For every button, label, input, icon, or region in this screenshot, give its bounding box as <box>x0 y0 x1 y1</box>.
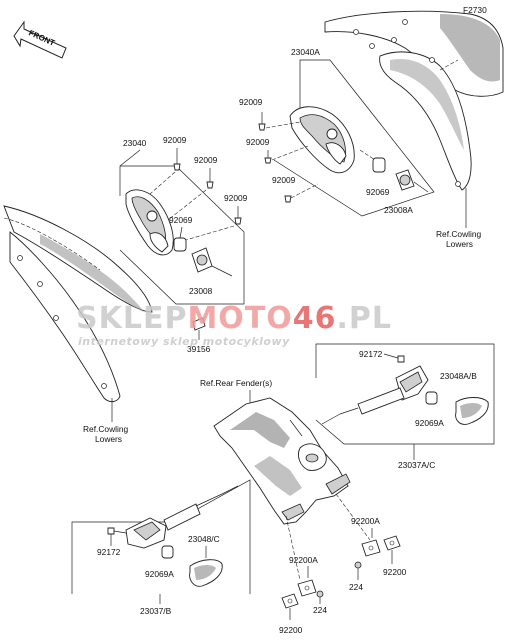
label-92172-left: 92172 <box>97 547 121 557</box>
group-box-23040a <box>273 59 435 217</box>
screw-92009-e: 92009 <box>194 155 218 189</box>
label-92200-right: 92200 <box>383 567 407 577</box>
cowling-lower-left <box>3 205 153 422</box>
bracket-92200a-left <box>297 579 317 597</box>
label-23008a: 23008A <box>384 205 413 215</box>
lens-23048c <box>189 546 223 587</box>
label-23008: 23008 <box>189 286 213 296</box>
label-23040: 23040 <box>123 138 147 148</box>
label-23037b: 23037/B <box>140 606 172 616</box>
screw-92009-c: 92009 <box>272 175 319 203</box>
bulb-92069a-right <box>425 391 438 405</box>
label-224-right: 224 <box>349 582 363 592</box>
turn-signal-housing-front-left <box>125 189 174 256</box>
rear-signal-left <box>125 485 239 549</box>
bulb-92069-right <box>359 149 386 173</box>
group-box-23040 <box>119 165 245 305</box>
socket-23008a <box>395 169 429 193</box>
nut-224-right <box>354 561 362 580</box>
nut-224-left <box>316 590 324 604</box>
label-92069-left: 92069 <box>169 215 193 225</box>
ref-cowling-lowers-right-label-2: Lowers <box>446 239 473 249</box>
pad-39156 <box>192 317 206 340</box>
screw-92009-b: 92009 <box>246 137 272 164</box>
label-23048c: 23048/C <box>188 534 220 544</box>
rear-signal-right <box>321 365 429 425</box>
svg-text:SKLEPMOTO46.PL: SKLEPMOTO46.PL <box>76 301 392 336</box>
label-92200a-left: 92200A <box>289 555 318 565</box>
svg-text:92009: 92009 <box>246 137 270 147</box>
front-arrow-icon: FRONT <box>13 20 67 59</box>
label-92069-right: 92069 <box>366 187 390 197</box>
screw-92009-f: 92009 <box>224 193 248 225</box>
label-92200-left: 92200 <box>279 625 303 635</box>
label-224-left: 224 <box>313 605 327 615</box>
label-92069a-left: 92069A <box>145 569 174 579</box>
ref-cowling-lowers-left-label-2: Lowers <box>95 434 122 444</box>
screw-92009-a: 92009 <box>239 97 266 131</box>
ref-cowling-lowers-right-label-1: Ref.Cowling <box>436 229 481 239</box>
svg-text:internetowy sklep motocyklowy: internetowy sklep motocyklowy <box>78 335 290 348</box>
label-23048ab: 23048A/B <box>440 371 477 381</box>
bracket-92200a-right <box>361 539 381 557</box>
svg-text:92009: 92009 <box>239 97 263 107</box>
bracket-92200-right <box>383 535 401 564</box>
socket-23008 <box>191 247 233 277</box>
label-23040a: 23040A <box>291 47 320 57</box>
svg-text:92172: 92172 <box>359 349 383 359</box>
label-92200a-right: 92200A <box>351 516 380 526</box>
svg-text:92009: 92009 <box>224 193 248 203</box>
screw-92172-left <box>107 527 127 546</box>
label-39156: 39156 <box>187 344 211 354</box>
label-92069a-right: 92069A <box>415 418 444 428</box>
watermark: SKLEPMOTO46.PL internetowy sklep motocyk… <box>76 301 392 348</box>
diagram-code: F2730 <box>463 5 487 15</box>
svg-text:92009: 92009 <box>163 135 187 145</box>
svg-text:92009: 92009 <box>272 175 296 185</box>
bulb-92069a-left <box>161 545 174 559</box>
bulb-92069-left <box>173 237 187 252</box>
turn-signal-housing-front-right <box>289 106 355 174</box>
label-23037ac: 23037A/C <box>398 460 435 470</box>
svg-text:92009: 92009 <box>194 155 218 165</box>
screw-92009-d: 92009 <box>163 135 187 171</box>
group-box-23037ac <box>315 343 495 445</box>
screw-92172-right: 92172 <box>359 349 405 363</box>
lens-23048ab <box>455 397 489 425</box>
bracket-92200-left <box>281 593 299 620</box>
ref-cowling-lowers-left-label-1: Ref.Cowling <box>83 424 128 434</box>
label-ref-rear-fender: Ref.Rear Fender(s) <box>200 378 272 388</box>
rear-fender <box>213 397 351 525</box>
cowling-lower-right <box>324 10 504 228</box>
